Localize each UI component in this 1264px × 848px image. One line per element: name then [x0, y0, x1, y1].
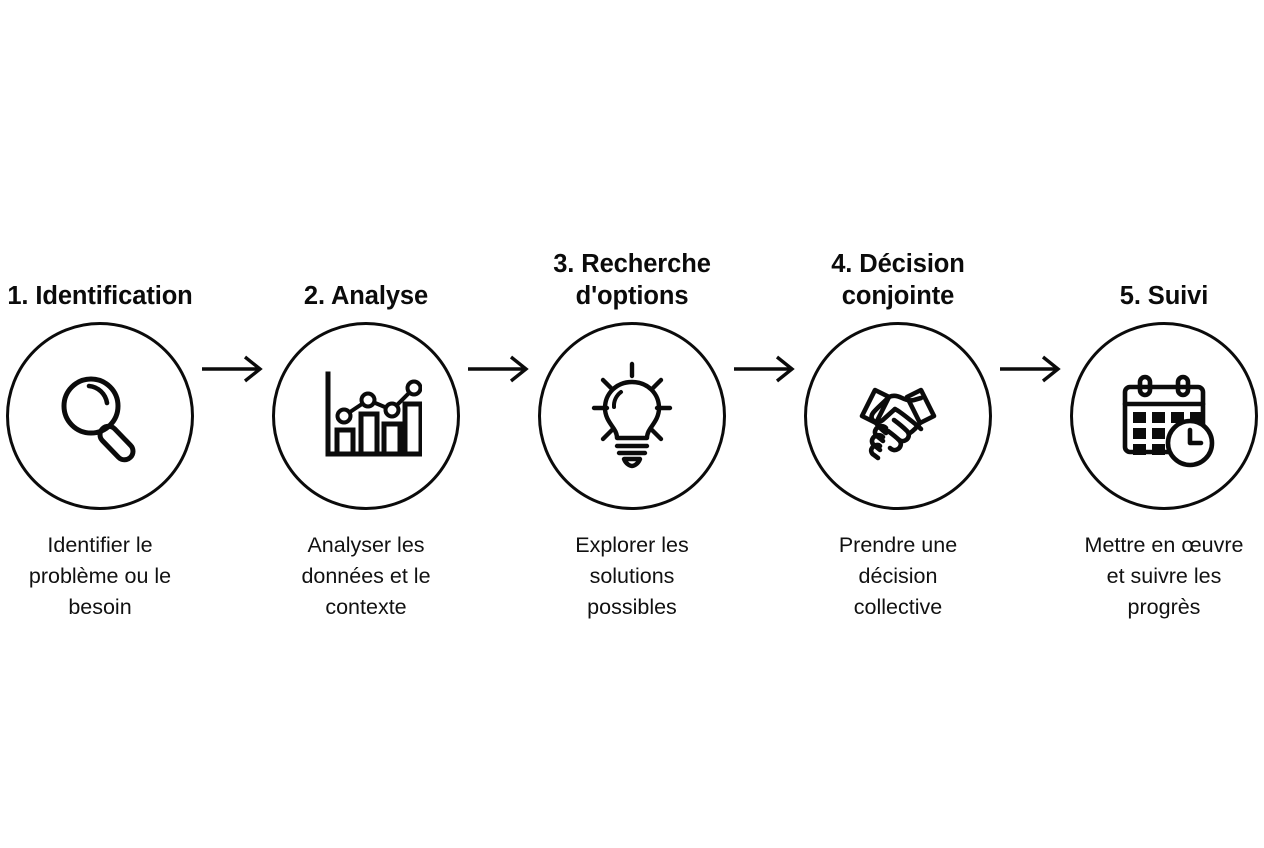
step-1-caption: Identifier le problème ou le besoin: [28, 533, 172, 619]
step-3-icon-circle: [538, 322, 726, 510]
step-4-caption: Prendre une décision collective: [838, 533, 958, 619]
handshake-icon: [842, 360, 954, 472]
magnifier-icon: [44, 360, 156, 472]
step-4-icon-circle: [804, 322, 992, 510]
step-5-caption: Mettre en œuvre et suivre les progrès: [1084, 533, 1244, 619]
step-2-icon-circle: [272, 322, 460, 510]
process-step-4: 4. Décision conjointe: [803, 228, 993, 623]
arrow-right-icon: [202, 352, 264, 386]
step-2-title: 2. Analyse: [303, 281, 429, 310]
step-3-caption: Explorer les solutions possibles: [575, 533, 689, 619]
process-step-3: 3. Recherche d'options: [537, 228, 727, 623]
arrow-3-to-4: [727, 228, 803, 510]
bar-chart-line-icon: [310, 360, 422, 472]
step-1-icon-circle: [6, 322, 194, 510]
arrow-2-to-3: [461, 228, 537, 510]
step-1-title: 1. Identification: [7, 281, 193, 310]
process-step-5: 5. Suivi: [1069, 228, 1259, 623]
lightbulb-icon: [576, 360, 688, 472]
step-5-icon-circle: [1070, 322, 1258, 510]
step-3-title: 3. Recherche d'options: [553, 250, 711, 310]
arrow-right-icon: [468, 352, 530, 386]
process-flow: 1. Identification Identifier le problème…: [0, 228, 1264, 628]
process-step-1: 1. Identification Identifier le problème…: [5, 228, 195, 623]
step-2-caption: Analyser les données et le contexte: [301, 533, 431, 619]
calendar-clock-icon: [1108, 360, 1220, 472]
arrow-right-icon: [734, 352, 796, 386]
arrow-1-to-2: [195, 228, 271, 510]
arrow-right-icon: [1000, 352, 1062, 386]
arrow-4-to-5: [993, 228, 1069, 510]
process-step-2: 2. Analyse: [271, 228, 461, 623]
step-4-title: 4. Décision conjointe: [831, 250, 965, 310]
step-5-title: 5. Suivi: [1119, 281, 1209, 310]
